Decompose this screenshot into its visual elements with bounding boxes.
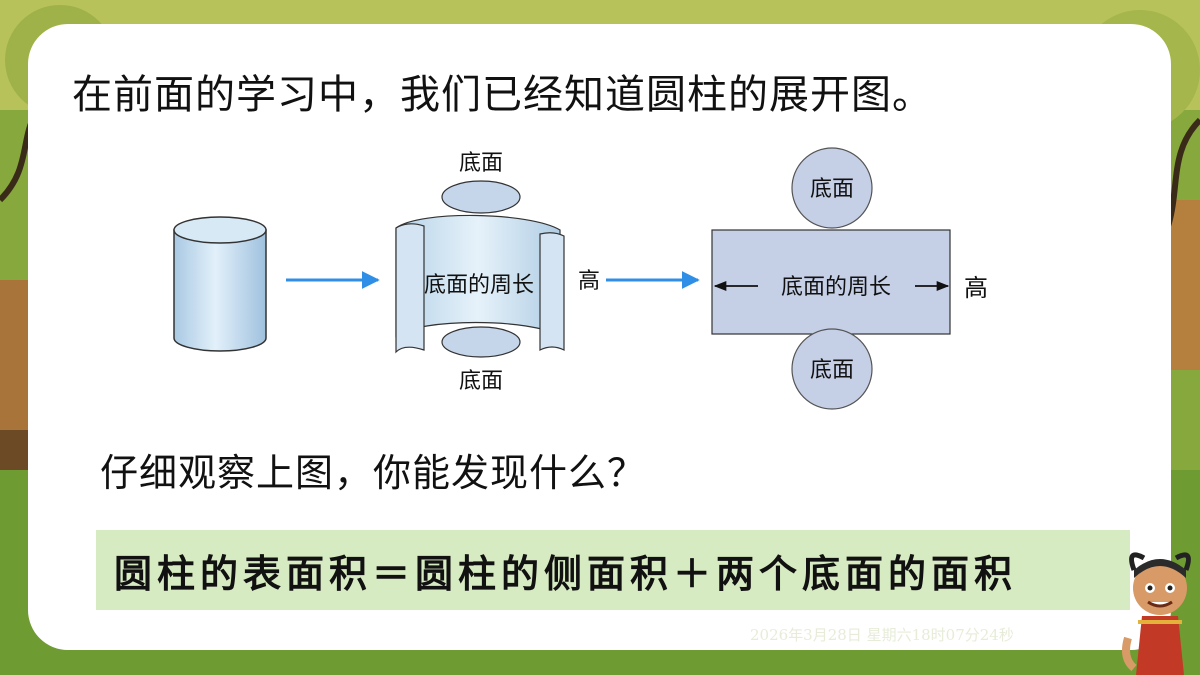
- timestamp-text: 2026年3月28日 星期六18时07分24秒: [750, 626, 1014, 644]
- cartoon-character-icon: [1122, 552, 1191, 675]
- cylinder-net-shape: [711, 147, 951, 410]
- net-circumference-label: 底面的周长: [781, 275, 891, 300]
- bottom-base-label: 底面: [459, 369, 503, 394]
- formula-text: 圆柱的表面积＝圆柱的侧面积＋两个底面的面积: [114, 550, 1018, 596]
- intro-heading: 在前面的学习中，我们已经知道圆柱的展开图。: [72, 72, 933, 118]
- net-height-label: 高: [964, 274, 988, 302]
- net-top-base-label: 底面: [810, 177, 854, 202]
- height-label: 高: [578, 269, 600, 294]
- cylinder-shape: [173, 216, 267, 352]
- formula-box: 圆柱的表面积＝圆柱的侧面积＋两个底面的面积: [96, 530, 1130, 610]
- top-base-label: 底面: [459, 151, 503, 176]
- lateral-circumference-label: 底面的周长: [424, 273, 534, 298]
- net-bottom-base-label: 底面: [810, 358, 854, 383]
- question-text: 仔细观察上图，你能发现什么？: [100, 451, 647, 495]
- cylinder-net-diagram: 底面 底面的周长 底面 高 底面 底面 底面的周长 高: [173, 147, 988, 410]
- unrolling-cylinder-shape: [395, 180, 565, 358]
